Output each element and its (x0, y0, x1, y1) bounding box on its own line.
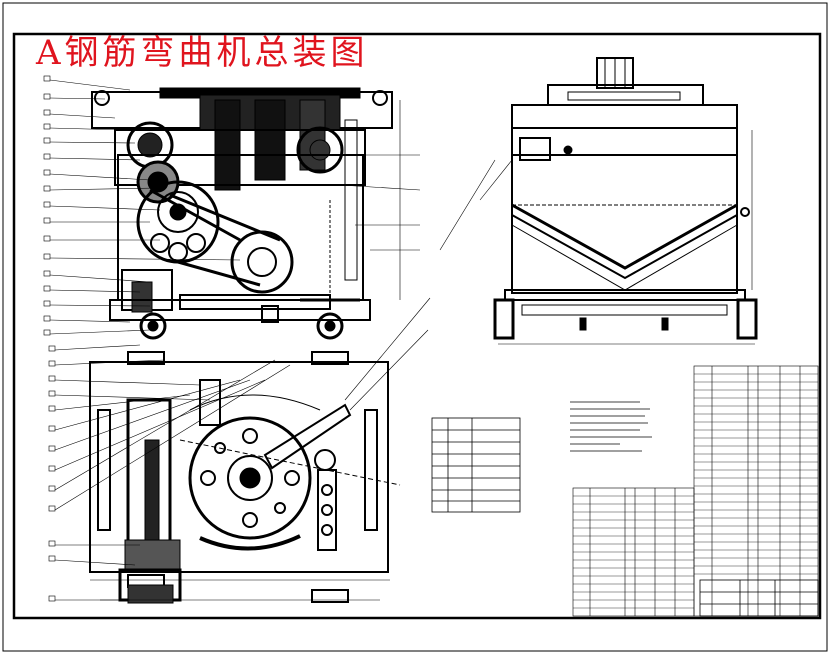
front-view (43, 75, 421, 340)
parts-list (572, 365, 819, 617)
side-view (439, 57, 758, 345)
drawing-title: A钢筋弯曲机总装图 (36, 33, 369, 73)
technical-notes (570, 401, 652, 452)
spec-table (431, 417, 521, 513)
title-block (699, 579, 819, 617)
parts-list-rows (573, 373, 818, 609)
top-view (48, 297, 431, 604)
inner-frame (12, 32, 822, 620)
